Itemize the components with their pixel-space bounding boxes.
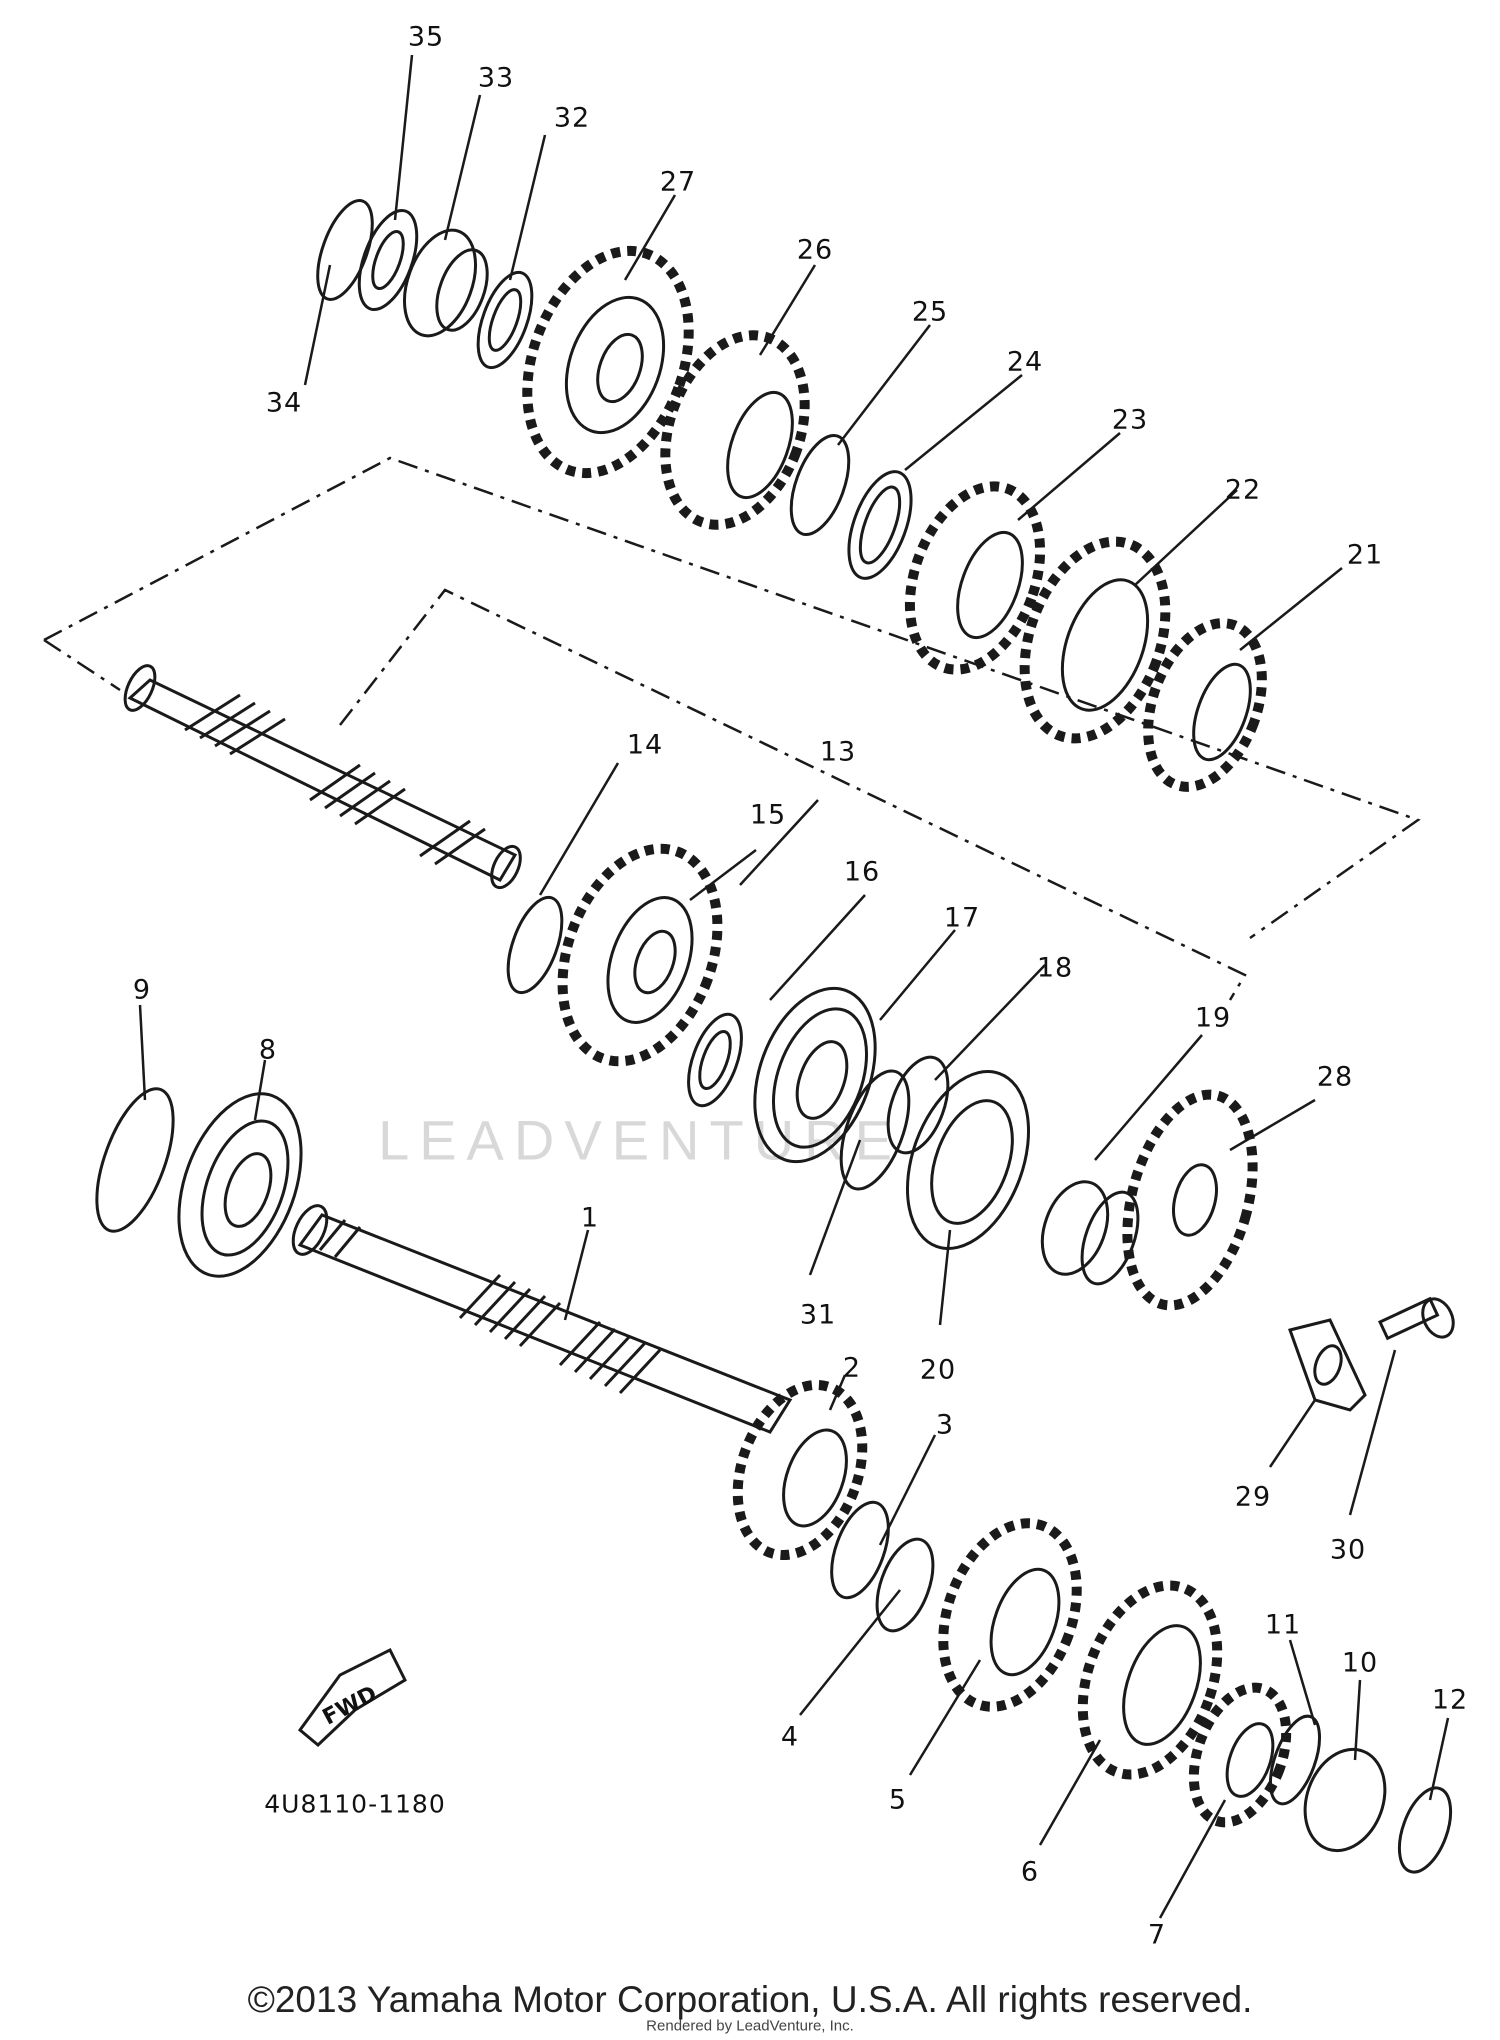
callout-5: 5 <box>888 1784 908 1816</box>
callout-26: 26 <box>796 234 834 266</box>
reference-code: 4U8110-1180 <box>264 1789 446 1819</box>
callout-27: 27 <box>659 166 697 198</box>
callout-29: 29 <box>1234 1481 1272 1513</box>
callout-18: 18 <box>1036 952 1074 984</box>
drive-axle-shaft <box>123 664 522 890</box>
callout-30: 30 <box>1329 1534 1367 1566</box>
callout-9: 9 <box>132 974 152 1006</box>
rendered-by-text: Rendered by LeadVenture, Inc. <box>646 2017 854 2035</box>
callout-14: 14 <box>626 729 664 761</box>
callout-34: 34 <box>265 387 303 419</box>
callout-13: 13 <box>819 736 857 768</box>
callout-35: 35 <box>407 21 445 53</box>
callout-33: 33 <box>477 62 515 94</box>
callout-25: 25 <box>911 296 949 328</box>
callout-3: 3 <box>935 1409 955 1441</box>
leader-lines <box>138 54 1450 1919</box>
callout-1: 1 <box>580 1202 600 1234</box>
callout-2: 2 <box>842 1352 862 1384</box>
callout-19: 19 <box>1194 1002 1232 1034</box>
callout-7: 7 <box>1147 1919 1167 1951</box>
callout-23: 23 <box>1111 404 1149 436</box>
lock-plate-and-bolt <box>1288 1296 1455 1412</box>
ring-parts <box>95 199 1453 1874</box>
callout-11: 11 <box>1264 1609 1302 1641</box>
callout-10: 10 <box>1341 1647 1379 1679</box>
assembly-outline-lower <box>339 588 1247 1001</box>
main-axle-shaft <box>291 1204 793 1434</box>
callout-16: 16 <box>843 856 881 888</box>
forward-arrow-icon <box>297 1647 407 1748</box>
assembly-outline-left <box>43 638 121 692</box>
callout-20: 20 <box>919 1354 957 1386</box>
callout-4: 4 <box>780 1721 800 1753</box>
gear-parts <box>522 245 1292 1828</box>
callout-22: 22 <box>1224 474 1262 506</box>
callout-28: 28 <box>1316 1061 1354 1093</box>
callout-24: 24 <box>1006 346 1044 378</box>
callout-21: 21 <box>1346 539 1384 571</box>
callout-12: 12 <box>1431 1684 1469 1716</box>
callout-17: 17 <box>943 902 981 934</box>
callout-15: 15 <box>749 799 787 831</box>
callout-8: 8 <box>258 1034 278 1066</box>
callout-32: 32 <box>553 102 591 134</box>
callout-6: 6 <box>1020 1856 1040 1888</box>
assembly-outline-upper <box>43 456 1421 940</box>
callout-31: 31 <box>799 1299 837 1331</box>
copyright-text: ©2013 Yamaha Motor Corporation, U.S.A. A… <box>247 1979 1253 2020</box>
